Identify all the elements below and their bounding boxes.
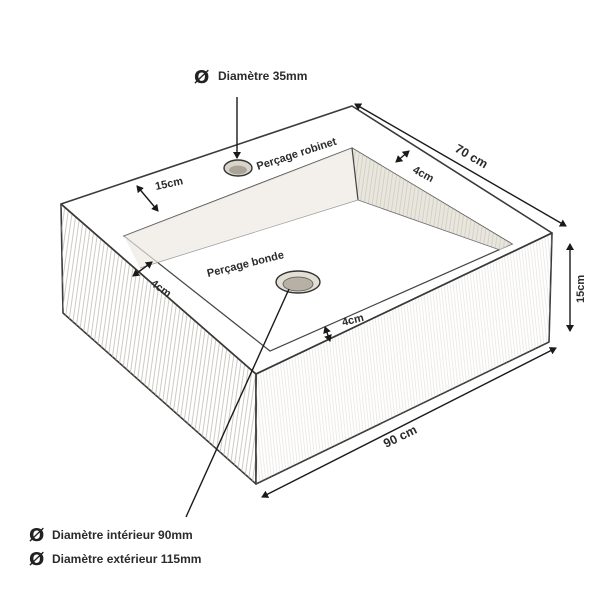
diameter-symbol-interieur: Ø — [29, 525, 44, 546]
label-dim-15cm-rim: 15cm — [154, 175, 184, 193]
dim-arrow-90cm — [261, 347, 557, 498]
label-dim-70cm: 70 cm — [453, 141, 491, 171]
drain-hole — [275, 270, 321, 294]
diameter-symbol-robinet: Ø — [194, 67, 209, 88]
dim-arrow-4cm-right — [395, 150, 410, 163]
label-dim-15cm-height: 15cm — [575, 275, 587, 303]
label-dim-4cm-right: 4cm — [411, 164, 436, 185]
label-diametre-robinet: Diamètre 35mm — [218, 69, 307, 83]
label-diametre-interieur: Diamètre intérieur 90mm — [52, 528, 193, 542]
faucet-hole — [223, 159, 253, 177]
basin-top — [60, 105, 553, 375]
label-dim-4cm-front: 4cm — [341, 312, 365, 329]
drain-leader-line — [185, 288, 290, 518]
dim-arrow-15cm-rim — [136, 185, 159, 212]
dim-arrow-70cm — [354, 103, 567, 227]
dim-arrow-4cm-left — [132, 261, 153, 277]
label-percage-bonde: Perçage bonde — [206, 249, 285, 280]
diameter-symbol-exterieur: Ø — [29, 549, 44, 570]
dim-arrow-4cm-front — [323, 326, 332, 342]
label-diametre-exterieur: Diamètre extérieur 115mm — [52, 552, 201, 566]
